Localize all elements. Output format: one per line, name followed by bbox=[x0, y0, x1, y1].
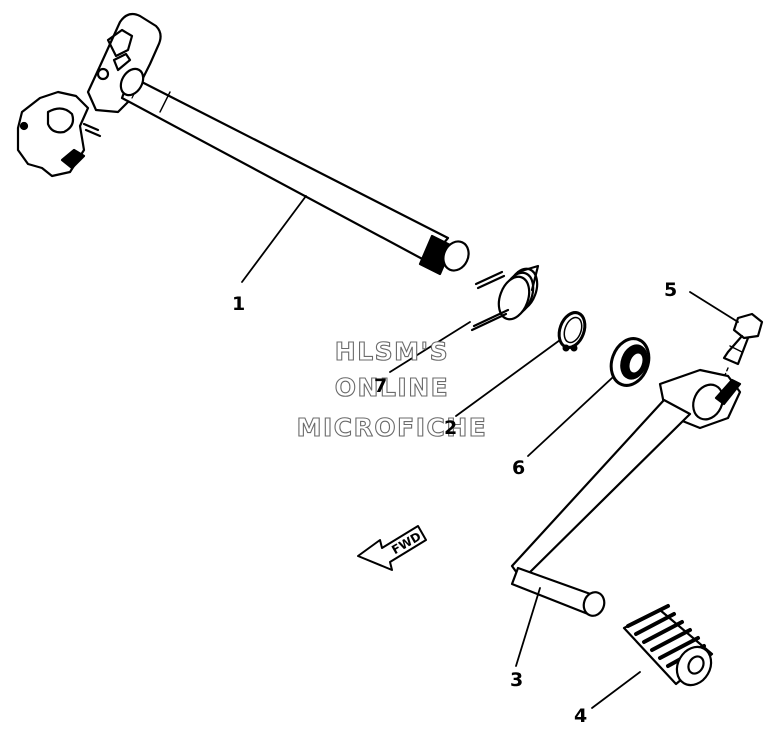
shift-pedal-part bbox=[510, 368, 742, 667]
part-label-6: 6 bbox=[512, 457, 525, 479]
watermark-line-3: MICROFICHE bbox=[297, 413, 488, 442]
part-label-4: 4 bbox=[574, 705, 587, 727]
part-label-7: 7 bbox=[374, 375, 387, 397]
part-label-5: 5 bbox=[664, 279, 677, 301]
watermark-line-2: ONLINE bbox=[335, 373, 449, 402]
part-label-1: 1 bbox=[232, 293, 245, 315]
return-spring-part bbox=[389, 264, 540, 373]
circlip-part bbox=[455, 311, 587, 417]
part-label-3: 3 bbox=[510, 669, 523, 691]
rubber-peg-part bbox=[591, 604, 714, 709]
part-label-2: 2 bbox=[444, 417, 457, 439]
watermark-line-1: HLSM'S bbox=[335, 337, 449, 366]
pinch-bolt-part bbox=[689, 291, 764, 383]
oil-seal-part bbox=[527, 337, 651, 457]
fwd-arrow-icon bbox=[357, 525, 427, 571]
watermark: HLSM'S ONLINE MICROFICHE bbox=[296, 336, 488, 442]
shift-shaft-part bbox=[16, 12, 470, 283]
